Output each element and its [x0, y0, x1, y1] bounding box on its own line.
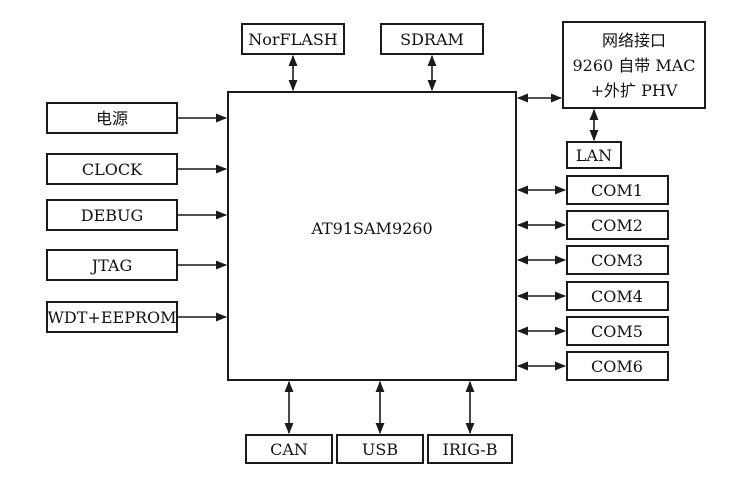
top-block-sdram: SDRAM: [380, 23, 484, 92]
left-block-clock: CLOCK: [46, 153, 228, 185]
power-label: 电源: [96, 109, 128, 128]
bottom-block-can: CAN: [245, 380, 333, 464]
jtag-label: JTAG: [90, 256, 133, 275]
left-block-wdt-eeprom: WDT+EEPROM: [46, 301, 228, 333]
network-line-1: 网络接口: [602, 31, 666, 50]
com3-label: COM3: [591, 251, 643, 270]
debug-label: DEBUG: [81, 206, 144, 225]
com-port-4: COM4: [516, 281, 669, 311]
com1-label: COM1: [591, 181, 643, 200]
can-label: CAN: [270, 440, 308, 459]
network-line-2: 9260 自带 MAC: [572, 56, 695, 75]
bottom-block-irig-b: IRIG-B: [427, 380, 513, 464]
lan-block: LAN: [566, 108, 622, 169]
com-port-5: COM5: [516, 316, 669, 346]
com-port-1: COM1: [516, 175, 669, 205]
top-block-norflash: NorFLASH: [241, 23, 345, 92]
network-interface-block: 网络接口 9260 自带 MAC +外扩 PHV: [516, 21, 706, 109]
bottom-block-usb: USB: [336, 380, 424, 464]
lan-label: LAN: [576, 146, 612, 165]
left-block-jtag: JTAG: [46, 249, 228, 281]
com6-label: COM6: [591, 357, 643, 376]
com4-label: COM4: [591, 287, 643, 306]
cpu-label: AT91SAM9260: [310, 219, 432, 238]
clock-label: CLOCK: [82, 160, 143, 179]
irig-b-label: IRIG-B: [443, 440, 498, 459]
com-port-3: COM3: [516, 245, 669, 275]
com2-label: COM2: [591, 216, 643, 235]
left-block-debug: DEBUG: [46, 199, 228, 231]
com-port-2: COM2: [516, 210, 669, 240]
sdram-label: SDRAM: [400, 30, 464, 49]
norflash-label: NorFLASH: [248, 30, 338, 49]
cpu-block: AT91SAM9260: [227, 91, 517, 381]
left-block-power: 电源: [46, 102, 228, 134]
wdt-eeprom-label: WDT+EEPROM: [47, 308, 176, 327]
com-port-6: COM6: [516, 351, 669, 381]
network-line-3: +外扩 PHV: [591, 81, 678, 100]
com5-label: COM5: [591, 322, 643, 341]
usb-label: USB: [362, 440, 398, 459]
